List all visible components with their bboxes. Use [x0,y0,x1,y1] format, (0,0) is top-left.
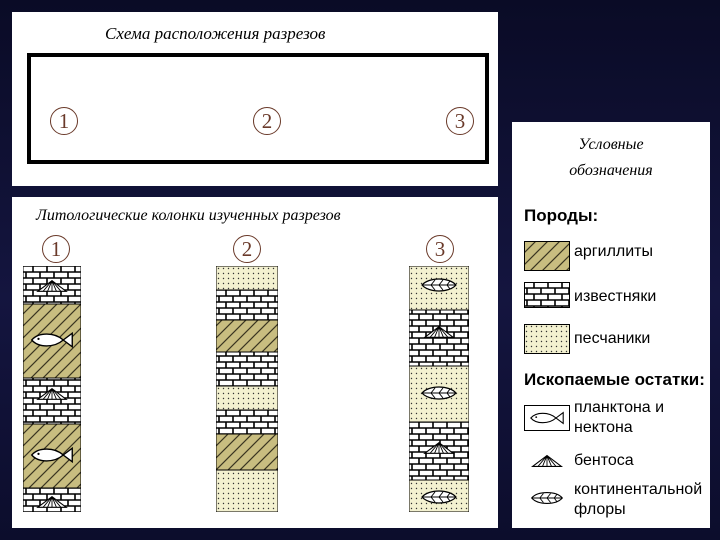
layer-limestone [216,351,278,387]
limestone-swatch [524,282,570,308]
shell-icon [531,455,563,467]
leaf-icon [421,490,457,504]
section-marker-3: 3 [446,107,474,135]
lithology-column-2 [216,266,278,512]
section-marker-1: 1 [50,107,78,135]
scheme-frame: 1 2 3 [27,53,489,164]
fossils-heading: Ископаемые остатки: [524,370,705,389]
claystone-swatch [524,241,570,271]
layer-sandstone [216,266,278,291]
leaf-icon [421,278,457,292]
layer-claystone [216,433,278,471]
lithology-column-1 [23,266,81,512]
leaf-label: континентальной флоры [574,481,703,518]
columns-title: Литологические колонки изученных разрезо… [36,207,341,224]
claystone-label: аргиллиты [574,243,654,260]
layer-limestone [216,289,278,321]
rocks-heading: Породы: [524,206,599,225]
layer-limestone [23,377,81,425]
legend-title-line-1: Условные [578,136,644,153]
scheme-title: Схема расположения разрезов [105,24,326,43]
leaf-icon [421,386,457,400]
column-number-3: 3 [426,235,454,263]
legend-title: Условные обозначения [512,132,710,184]
layer-sandstone [216,385,278,411]
legend-panel: Условные обозначения Породы: аргиллиты и… [512,122,710,528]
legend-title-line-2: обозначения [569,162,653,179]
layer-sandstone [216,469,278,512]
limestone-label: известняки [574,288,657,305]
layer-claystone [216,319,278,353]
sandstone-label: песчаники [574,330,651,347]
fish-icon [524,405,570,431]
fish-label: планктона и нектона [574,399,665,436]
layer-limestone [216,409,278,435]
leaf-icon [531,492,563,504]
columns-panel: Литологические колонки изученных разрезо… [12,197,498,528]
layer-limestone [409,309,469,367]
lithology-column-3 [409,266,469,512]
column-number-1: 1 [42,235,70,263]
column-number-2: 2 [233,235,261,263]
section-marker-2: 2 [253,107,281,135]
shell-label: бентоса [574,452,634,469]
sandstone-swatch [524,324,570,354]
scheme-panel: Схема расположения разрезов 1 2 3 [12,12,498,186]
